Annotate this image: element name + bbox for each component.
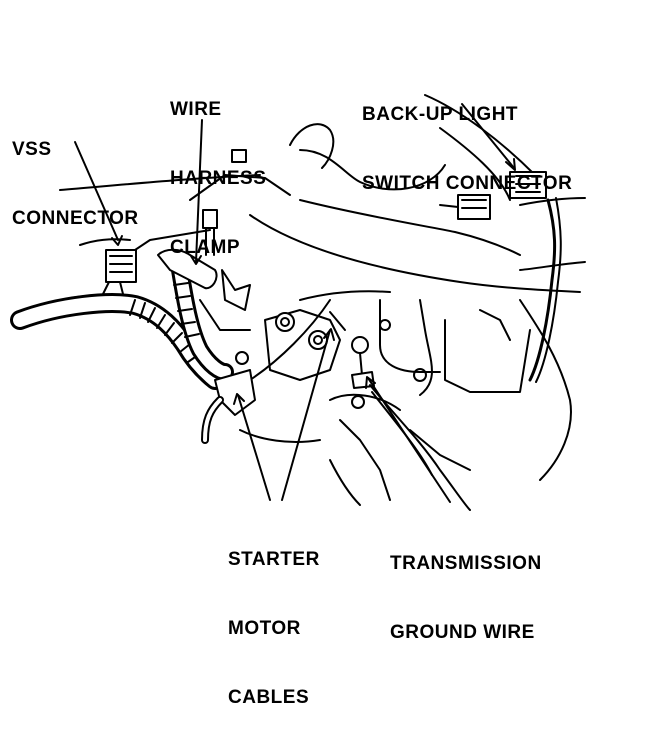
starter-motor-cables-label-line-2: MOTOR xyxy=(228,618,301,639)
wire-harness-clamp-label-line-1: WIRE xyxy=(170,99,222,120)
corrugated-wire-harness xyxy=(10,261,234,390)
transmission-ground-wire-label-line-1: TRANSMISSION xyxy=(390,553,542,574)
transmission-ground-terminal xyxy=(351,319,471,511)
engine-bay-line-drawing xyxy=(10,94,586,511)
backup-light-label-line-1: BACK-UP LIGHT xyxy=(362,104,519,125)
leader-lines xyxy=(74,103,516,503)
wire-harness-clamp-label-line-3: CLAMP xyxy=(170,237,241,258)
starter-motor-terminals xyxy=(201,311,346,444)
wire-harness-clamp-label-line-2: HARNESS xyxy=(170,168,267,189)
backup-light-label-line-2: SWITCH CONNECTOR xyxy=(362,173,573,194)
vss-connector-shape xyxy=(105,249,137,299)
vss-connector-label-line-1: VSS xyxy=(12,139,52,160)
vss-connector-label: VSS CONNECTOR xyxy=(12,92,139,253)
starter-motor-cables-label: STARTER MOTOR CABLES xyxy=(228,502,320,732)
starter-motor-cables-label-line-1: STARTER xyxy=(228,549,320,570)
vss-connector-label-line-2: CONNECTOR xyxy=(12,208,139,229)
backup-light-switch-connector-shape xyxy=(439,171,562,383)
backup-light-switch-connector-label: BACK-UP LIGHT SWITCH CONNECTOR xyxy=(362,57,572,218)
wire-harness-clamp-label: WIRE HARNESS CLAMP xyxy=(170,52,266,282)
wire-harness-clamp-shape xyxy=(157,209,251,311)
transmission-ground-wire-label: TRANSMISSION GROUND WIRE xyxy=(390,506,542,667)
transmission-ground-wire-label-line-2: GROUND WIRE xyxy=(390,622,535,643)
starter-motor-cables-label-line-3: CABLES xyxy=(228,687,310,708)
